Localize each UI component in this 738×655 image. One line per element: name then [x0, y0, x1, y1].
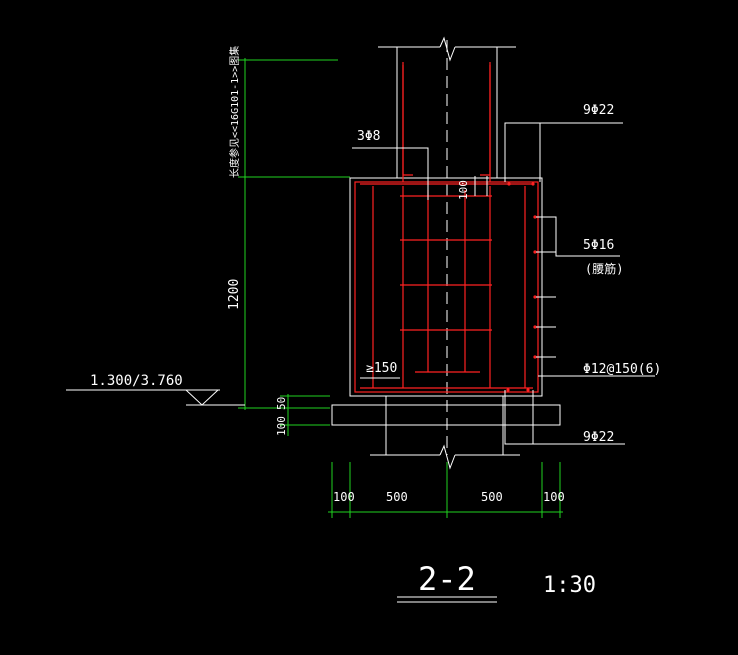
label-cover: ≥150: [366, 361, 397, 376]
dimensions: [238, 58, 563, 518]
label-bottom-bars: 9Φ22: [583, 430, 614, 445]
dim-bottom-4: 100: [543, 490, 565, 504]
footing-outline: [331, 177, 561, 470]
section-scale: 1:30: [543, 573, 596, 598]
rebar-cage: [354, 62, 539, 393]
dim-bottom-3: 500: [481, 490, 503, 504]
title-underline: [397, 596, 497, 603]
label-embed: 100: [457, 180, 470, 200]
label-side-bars: 5Φ16: [583, 238, 614, 253]
dim-bottom-1: 100: [333, 490, 355, 504]
label-elevation: 1.300/3.760: [90, 373, 183, 389]
label-stirrups: Φ12@150(6): [583, 362, 661, 377]
dim-height: 1200: [227, 279, 242, 310]
column-outline: [378, 36, 516, 455]
label-anchorage-note: 长度参见<<16G101-1>>图集: [228, 46, 241, 178]
leaders: [352, 122, 655, 445]
dim-bed-bottom: 100: [275, 416, 288, 436]
section-title: 2-2: [418, 560, 476, 598]
elevation-marker: [66, 389, 245, 406]
label-side-bars-note: (腰筋): [585, 261, 623, 276]
label-stirrup-top: 3Φ8: [357, 129, 380, 144]
dim-bottom-2: 500: [386, 490, 408, 504]
label-top-bars: 9Φ22: [583, 103, 614, 118]
dim-bed-top: 50: [275, 397, 288, 410]
